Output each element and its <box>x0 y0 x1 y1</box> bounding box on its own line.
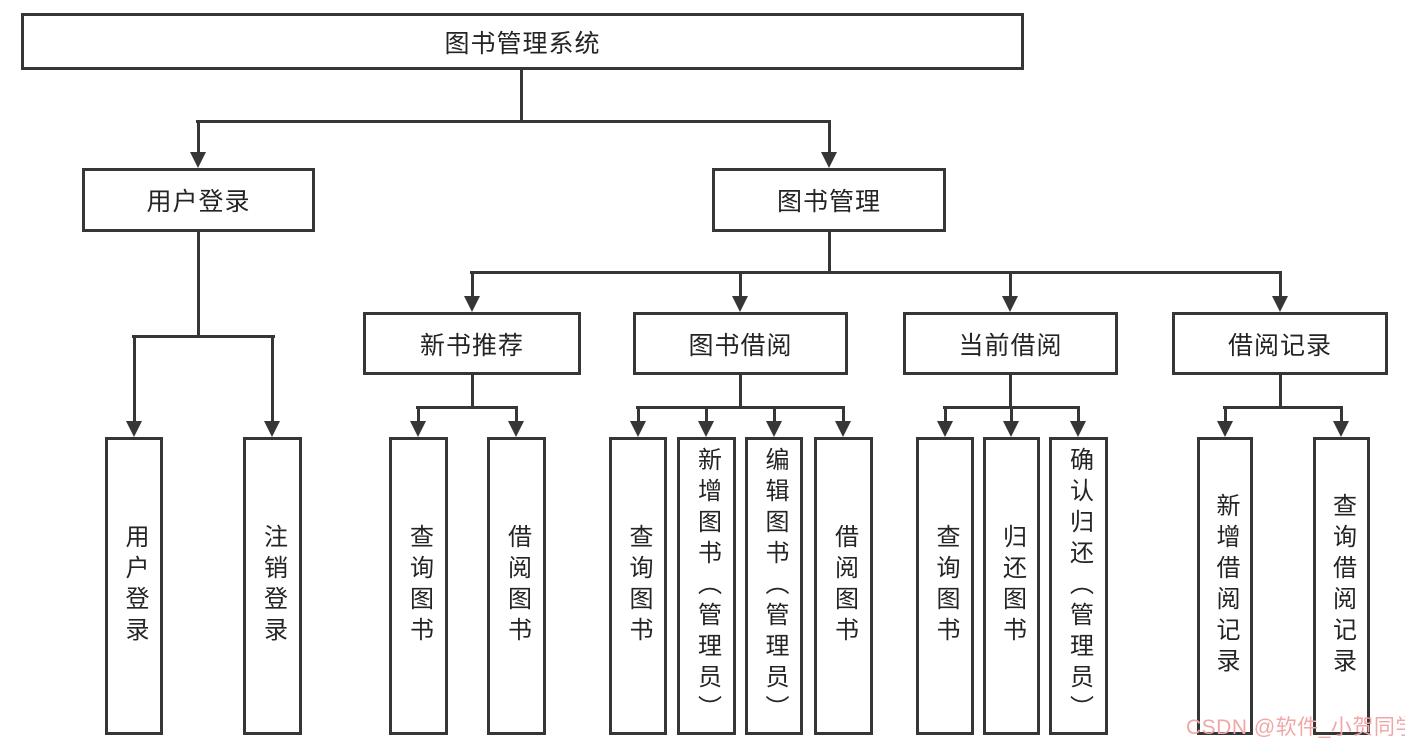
arrow-down-icon <box>1002 296 1018 312</box>
connector-vline <box>827 120 831 154</box>
node-logout-leaf: 注销登录 <box>243 437 302 735</box>
connector-vline <box>1008 375 1012 408</box>
arrow-down-icon <box>464 296 480 312</box>
connector-vline <box>1008 271 1012 298</box>
connector-vline <box>943 406 947 423</box>
connector-vline <box>514 406 518 423</box>
node-label: 查询图书 <box>405 524 433 648</box>
node-label: 借阅图书 <box>503 524 531 648</box>
connector-vline <box>470 271 474 298</box>
connector-vline <box>772 406 776 423</box>
connector-vline <box>1076 406 1080 423</box>
arrow-down-icon <box>190 152 206 168</box>
arrow-down-icon <box>766 421 782 437</box>
arrow-down-icon <box>821 152 837 168</box>
node-label: 借阅图书 <box>830 524 858 648</box>
connector-vline <box>1223 406 1227 423</box>
connector-vline <box>270 335 274 423</box>
node-edit-book-admin: 编辑图书（管理员） <box>745 437 803 735</box>
connector-vline <box>636 406 640 423</box>
connector-hline <box>132 335 275 338</box>
connector-vline <box>196 232 200 337</box>
node-label: 查询图书 <box>932 524 959 648</box>
arrow-down-icon <box>126 421 142 437</box>
node-label: 查询借阅记录 <box>1328 493 1356 679</box>
arrow-down-icon <box>698 421 714 437</box>
connector-vline <box>704 406 708 423</box>
node-label: 查询图书 <box>625 524 652 648</box>
node-login-leaf: 用户登录 <box>105 437 163 735</box>
csdn-watermark: CSDN @软件_小贺同学 <box>1186 716 1405 739</box>
node-query-books-2: 查询图书 <box>609 437 667 735</box>
node-user-login: 用户登录 <box>82 168 315 232</box>
connector-hline <box>470 271 1282 274</box>
connector-hline <box>196 120 831 123</box>
connector-vline <box>470 375 474 408</box>
node-book-management: 图书管理 <box>712 168 946 232</box>
arrow-down-icon <box>264 421 280 437</box>
node-label: 注销登录 <box>259 524 287 648</box>
arrow-down-icon <box>1272 296 1288 312</box>
connector-vline <box>827 232 831 274</box>
node-label: 确认归还（管理员） <box>1065 446 1093 726</box>
node-library-system: 图书管理系统 <box>21 13 1024 70</box>
arrow-down-icon <box>410 421 426 437</box>
connector-vline <box>841 406 845 423</box>
arrow-down-icon <box>835 421 851 437</box>
node-new-book-recommend: 新书推荐 <box>363 312 581 375</box>
connector-hline <box>943 406 1080 409</box>
connector-vline <box>1009 406 1013 423</box>
node-current-borrowing: 当前借阅 <box>903 312 1118 375</box>
node-borrow-records: 借阅记录 <box>1172 312 1388 375</box>
connector-hline <box>636 406 845 409</box>
arrow-down-icon <box>1070 421 1086 437</box>
node-query-borrow-record: 查询借阅记录 <box>1313 437 1370 735</box>
arrow-down-icon <box>1217 421 1233 437</box>
node-confirm-return-admin: 确认归还（管理员） <box>1049 437 1108 735</box>
arrow-down-icon <box>732 296 748 312</box>
node-add-borrow-record: 新增借阅记录 <box>1197 437 1253 735</box>
node-label: 编辑图书（管理员） <box>761 446 788 726</box>
node-add-book-admin: 新增图书（管理员） <box>677 437 736 735</box>
connector-vline <box>1339 406 1343 423</box>
arrow-down-icon <box>937 421 953 437</box>
connector-vline <box>1278 271 1282 298</box>
arrow-down-icon <box>1003 421 1019 437</box>
connector-hline <box>1223 406 1343 409</box>
node-book-borrowing: 图书借阅 <box>633 312 848 375</box>
connector-vline <box>1278 375 1282 408</box>
connector-vline <box>519 70 523 122</box>
connector-vline <box>738 375 742 408</box>
node-label: 归还图书 <box>998 524 1026 648</box>
node-query-books-3: 查询图书 <box>916 437 974 735</box>
connector-vline <box>416 406 420 423</box>
connector-vline <box>132 335 136 423</box>
node-query-books-1: 查询图书 <box>389 437 448 735</box>
connector-vline <box>196 120 200 154</box>
arrow-down-icon <box>1333 421 1349 437</box>
node-label: 新增图书（管理员） <box>693 446 721 726</box>
node-label: 用户登录 <box>121 524 148 648</box>
node-return-books: 归还图书 <box>983 437 1040 735</box>
node-label: 新增借阅记录 <box>1212 493 1239 679</box>
node-borrow-books-1: 借阅图书 <box>487 437 546 735</box>
arrow-down-icon <box>508 421 524 437</box>
arrow-down-icon <box>630 421 646 437</box>
node-borrow-books-2: 借阅图书 <box>814 437 873 735</box>
connector-hline <box>416 406 518 409</box>
connector-vline <box>738 271 742 298</box>
